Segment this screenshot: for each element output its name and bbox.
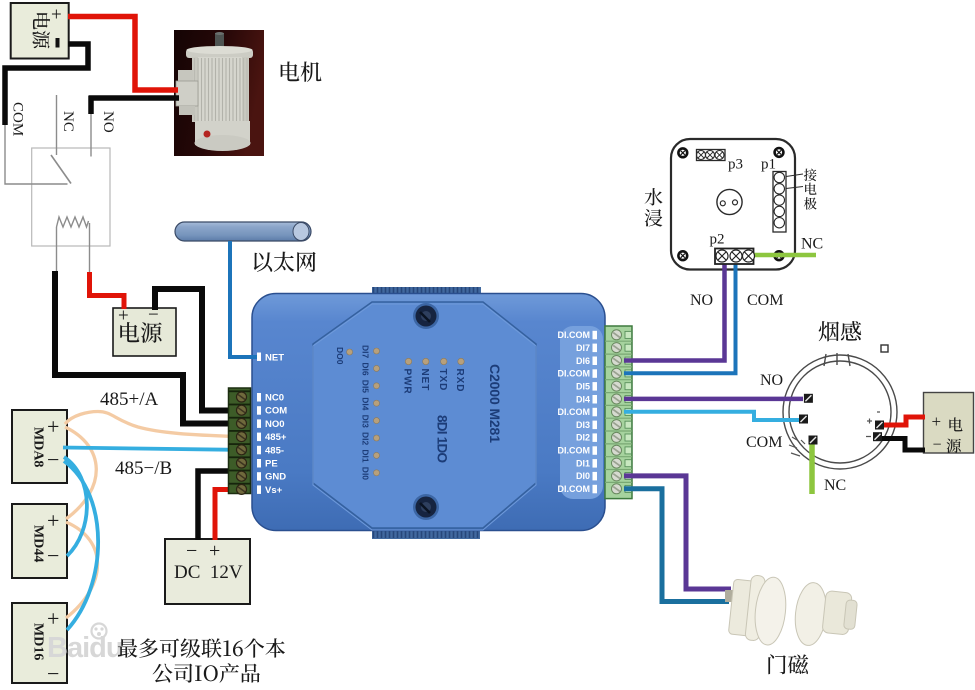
svg-text:485-: 485- bbox=[265, 445, 284, 456]
svg-text:DI.COM: DI.COM bbox=[558, 446, 591, 456]
svg-text:+: + bbox=[47, 508, 59, 533]
svg-text:DI4: DI4 bbox=[576, 394, 590, 404]
svg-text:−: − bbox=[47, 447, 59, 472]
svg-text:DI1: DI1 bbox=[576, 458, 590, 468]
svg-text:DI3: DI3 bbox=[361, 415, 371, 429]
svg-text:MD44: MD44 bbox=[31, 525, 46, 562]
svg-text:DI4: DI4 bbox=[361, 397, 371, 411]
svg-text:MDA8: MDA8 bbox=[31, 427, 46, 467]
svg-text:+: + bbox=[51, 5, 62, 26]
svg-text:DI1: DI1 bbox=[361, 449, 371, 463]
svg-text:p1: p1 bbox=[761, 157, 776, 173]
svg-text:DI5: DI5 bbox=[361, 380, 371, 394]
svg-text:Baidu: Baidu bbox=[47, 632, 123, 664]
svg-text:DI3: DI3 bbox=[576, 420, 590, 430]
svg-text:NC: NC bbox=[824, 477, 846, 494]
svg-text:MD16: MD16 bbox=[31, 623, 46, 660]
svg-text:DI0: DI0 bbox=[576, 471, 590, 481]
svg-text:DC 12V: DC 12V bbox=[174, 562, 243, 583]
svg-text:COM: COM bbox=[747, 292, 783, 309]
svg-text:NO0: NO0 bbox=[265, 419, 285, 430]
svg-text:PE: PE bbox=[265, 459, 278, 470]
svg-text:NC0: NC0 bbox=[265, 393, 284, 404]
svg-text:COM: COM bbox=[746, 434, 782, 451]
svg-text:DI0: DI0 bbox=[361, 467, 371, 481]
svg-text:DI.COM: DI.COM bbox=[558, 407, 591, 417]
svg-text:NO: NO bbox=[760, 372, 783, 389]
svg-text:485+: 485+ bbox=[265, 432, 287, 443]
svg-text:485+/A: 485+/A bbox=[100, 389, 158, 410]
svg-text:DI7: DI7 bbox=[576, 343, 590, 353]
svg-text:DI5: DI5 bbox=[576, 381, 590, 391]
svg-text:DO0: DO0 bbox=[335, 347, 345, 365]
svg-text:−: − bbox=[186, 540, 197, 562]
svg-text:COM: COM bbox=[265, 406, 287, 417]
svg-text:RXD: RXD bbox=[454, 369, 465, 393]
svg-text:+: + bbox=[932, 412, 942, 431]
svg-text:DI2: DI2 bbox=[576, 433, 590, 443]
svg-text:DI.COM: DI.COM bbox=[558, 330, 591, 340]
svg-text:DI6: DI6 bbox=[576, 356, 590, 366]
svg-text:DI7: DI7 bbox=[361, 345, 371, 359]
svg-text:−: − bbox=[47, 661, 59, 686]
svg-text:NET: NET bbox=[265, 353, 284, 364]
svg-text:NO: NO bbox=[690, 292, 713, 309]
svg-text:−: − bbox=[47, 543, 59, 568]
svg-text:Vs+: Vs+ bbox=[265, 485, 283, 496]
svg-text:−: − bbox=[933, 437, 942, 454]
svg-text:NO: NO bbox=[100, 111, 116, 133]
svg-text:+: + bbox=[209, 540, 220, 562]
svg-text:485−/B: 485−/B bbox=[115, 458, 172, 479]
svg-text:+: + bbox=[47, 606, 59, 631]
svg-text:NET: NET bbox=[419, 369, 430, 392]
svg-text:DI6: DI6 bbox=[361, 362, 371, 376]
svg-text:NC: NC bbox=[60, 111, 76, 132]
svg-text:DI.COM: DI.COM bbox=[558, 369, 591, 379]
svg-text:p3: p3 bbox=[728, 157, 743, 173]
svg-text:p2: p2 bbox=[710, 232, 725, 248]
svg-text:8DI 1DO: 8DI 1DO bbox=[435, 415, 450, 463]
svg-text:COM: COM bbox=[10, 102, 26, 136]
svg-text:DI.COM: DI.COM bbox=[558, 484, 591, 494]
svg-text:−: − bbox=[148, 305, 159, 326]
svg-text:PWR: PWR bbox=[402, 369, 413, 395]
svg-text:GND: GND bbox=[265, 472, 286, 483]
svg-text:TXD: TXD bbox=[437, 369, 448, 392]
svg-text:NC: NC bbox=[801, 236, 823, 253]
svg-text:C2000 M281: C2000 M281 bbox=[487, 364, 503, 443]
svg-text:+: + bbox=[118, 306, 129, 327]
svg-text:+: + bbox=[47, 414, 59, 439]
svg-text:DI2: DI2 bbox=[361, 432, 371, 446]
